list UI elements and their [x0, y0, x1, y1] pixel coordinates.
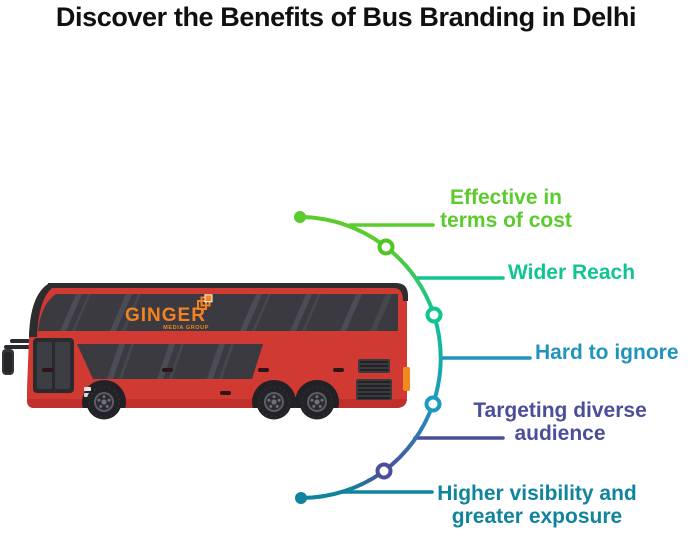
arc-node-2 — [425, 306, 443, 324]
arc-end-dot — [295, 492, 307, 504]
benefit-line: Effective in — [449, 186, 563, 209]
bus-roof-edge — [48, 283, 408, 301]
arc-node-4 — [375, 462, 393, 480]
bus-brand-name: GINGER — [125, 305, 206, 326]
bus-illustration — [2, 283, 410, 420]
bus-brand-logo: GINGER MEDIA GROUP — [125, 294, 221, 338]
arc-start-dot — [294, 211, 306, 223]
bus-rear-grilles — [356, 359, 410, 400]
benefit-line: Wider Reach — [508, 261, 636, 284]
benefit-line: audience — [514, 422, 606, 445]
bus-skirt — [27, 399, 407, 408]
benefit-label-targeting-audience: Targeting diverse audience — [470, 399, 650, 445]
benefit-line: Hard to ignore — [535, 341, 679, 364]
bus-upper-window-streaks — [60, 294, 392, 331]
bus-wheel-front — [86, 384, 122, 420]
page-title: Discover the Benefits of Bus Branding in… — [55, 2, 637, 32]
benefit-line: greater exposure — [451, 505, 623, 528]
benefit-line: Targeting diverse — [473, 399, 647, 422]
bus-brand-squares-icon — [197, 294, 213, 310]
benefit-label-higher-visibility: Higher visibility and greater exposure — [432, 482, 642, 528]
arc-node-3 — [424, 395, 442, 413]
bus-front-roof-cap — [29, 284, 52, 337]
bus-brand-tagline: MEDIA GROUP — [163, 325, 209, 331]
bus-mirror — [2, 339, 32, 375]
arc-segment-3 — [431, 314, 443, 405]
benefit-label-hard-to-ignore: Hard to ignore — [535, 341, 679, 364]
benefit-label-effective-cost: Effective in terms of cost — [424, 186, 588, 232]
arc-node-1 — [377, 238, 395, 256]
bus-front-door — [33, 338, 74, 393]
benefit-label-wider-reach: Wider Reach — [508, 261, 635, 284]
benefit-line: Higher visibility and — [437, 482, 637, 505]
bus-wheel-rear-2 — [299, 384, 335, 420]
arc-segment-1 — [298, 215, 388, 249]
bus-wheel-rear-1 — [256, 384, 292, 420]
benefit-line: terms of cost — [440, 209, 572, 232]
arc-segment-5 — [299, 469, 386, 500]
